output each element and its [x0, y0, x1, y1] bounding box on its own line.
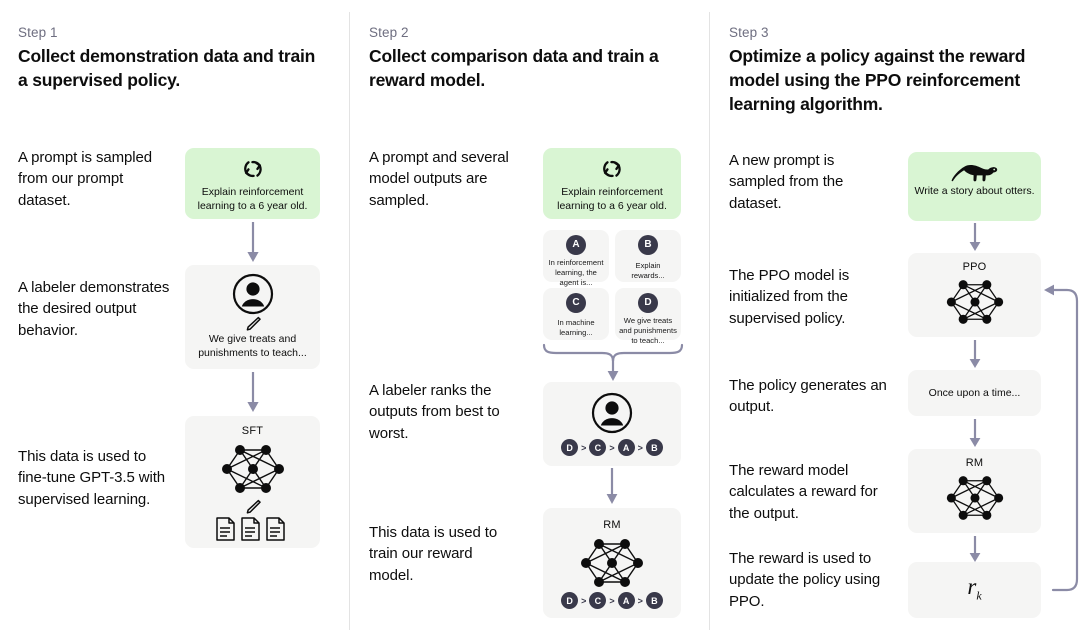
step-2-option-d: D We give treats and punishments to teac… [615, 288, 681, 345]
rank-sep-3: > [637, 595, 643, 606]
step-1-label: Step 1 [18, 25, 58, 40]
arrow-down-4 [965, 223, 985, 253]
refresh-cycle-icon [185, 157, 320, 181]
labeler-person-icon [543, 392, 681, 434]
option-b-text: Explain rewards... [631, 261, 665, 280]
option-d-text: We give treats and punishments to teach.… [619, 316, 677, 345]
step-1-sft-title: SFT [241, 425, 264, 437]
rank-badge-1: D [561, 439, 579, 456]
step-2-rm-title: RM [603, 519, 621, 531]
pencil-icon [185, 498, 320, 516]
step-3-paragraph-2: The PPO model is initialized from the su… [729, 267, 850, 327]
rank-badge-2: C [589, 592, 607, 609]
option-c-text: In machine learning... [557, 318, 595, 337]
rank-badge-3: A [617, 439, 635, 456]
labeler-person-icon [185, 273, 320, 315]
step-2-option-a: A In reinforcement learning, the agent i… [543, 230, 609, 287]
rank-badge-4: B [645, 439, 663, 456]
step-2-prompt-text: Explain reinforcement learning to a 6 ye… [557, 186, 667, 212]
step-2-paragraph-1: A prompt and several model outputs are s… [369, 149, 509, 209]
step-1-prompt-text: Explain reinforcement learning to a 6 ye… [197, 186, 308, 212]
step-3-paragraph-3: The policy generates an output. [729, 377, 887, 416]
arrow-down-7 [965, 536, 985, 564]
rank-sep-3: > [637, 442, 643, 453]
arrow-down-2 [243, 372, 263, 414]
step-3-title: Optimize a policy against the reward mod… [729, 46, 1026, 115]
step-3-output-text: Once upon a time... [928, 387, 1021, 399]
step-3-prompt-card: Write a story about otters. [908, 152, 1041, 221]
step-1-labeler-text: We give treats and punishments to teach.… [198, 333, 307, 359]
step-3-ppo-title: PPO [962, 261, 987, 273]
neural-network-icon [908, 277, 1041, 327]
step-1-sft-card: SFT [185, 416, 320, 548]
step-3-column: Step 3 Optimize a policy against the rew… [709, 0, 1080, 643]
column-divider-1 [349, 12, 350, 630]
reward-formula: rk [908, 574, 1041, 604]
refresh-cycle-icon [543, 157, 681, 181]
reward-subscript: k [976, 588, 982, 603]
step-1-prompt-card: Explain reinforcement learning to a 6 ye… [185, 148, 320, 219]
step-2-title: Collect comparison data and train a rewa… [369, 46, 659, 91]
documents-icon [185, 516, 320, 542]
step-2-rm-ranking-row: D > C > A > B [543, 592, 681, 609]
step-3-rm-card: RM [908, 449, 1041, 533]
rank-sep-2: > [609, 442, 615, 453]
step-2-option-b: B Explain rewards... [615, 230, 681, 282]
step-1-paragraph-2: A labeler demonstrates the desired outpu… [18, 279, 170, 339]
step-2-paragraph-2: A labeler ranks the outputs from best to… [369, 382, 500, 442]
arrow-down-5 [965, 340, 985, 370]
step-2-ranking-row: D > C > A > B [543, 439, 681, 456]
arrow-down-1 [243, 222, 263, 264]
step-3-label: Step 3 [729, 25, 769, 40]
rank-badge-4: B [645, 592, 663, 609]
step-3-prompt-text: Write a story about otters. [914, 185, 1035, 197]
step-3-paragraph-1: A new prompt is sampled from the dataset… [729, 152, 844, 212]
step-3-output-card: Once upon a time... [908, 370, 1041, 416]
option-c-badge: C [566, 293, 586, 313]
step-2-column: Step 2 Collect comparison data and train… [349, 0, 709, 643]
option-a-text: In reinforcement learning, the agent is.… [548, 258, 604, 287]
rank-sep-2: > [609, 595, 615, 606]
step-2-ranking-card: D > C > A > B [543, 382, 681, 466]
step-3-ppo-card: PPO [908, 253, 1041, 337]
step-3-paragraph-5: The reward is used to update the policy … [729, 550, 881, 610]
neural-network-icon [185, 442, 320, 496]
option-a-badge: A [566, 235, 586, 255]
option-b-badge: B [638, 235, 658, 255]
step-2-paragraph-3: This data is used to train our reward mo… [369, 524, 498, 584]
brace-merge-arrow [539, 343, 687, 383]
pencil-icon [185, 315, 320, 333]
rank-badge-2: C [589, 439, 607, 456]
step-3-reward-card: rk [908, 562, 1041, 618]
step-1-column: Step 1 Collect demonstration data and tr… [0, 0, 349, 643]
rank-badge-1: D [561, 592, 579, 609]
feedback-loop-arrow [1039, 282, 1080, 594]
rank-sep-1: > [581, 595, 587, 606]
step-2-option-c: C In machine learning... [543, 288, 609, 340]
column-divider-2 [709, 12, 710, 630]
neural-network-icon [543, 536, 681, 590]
rank-sep-1: > [581, 442, 587, 453]
step-1-paragraph-3: This data is used to fine-tune GPT-3.5 w… [18, 448, 166, 508]
step-1-labeler-card: We give treats and punishments to teach.… [185, 265, 320, 369]
step-2-prompt-card: Explain reinforcement learning to a 6 ye… [543, 148, 681, 219]
arrow-down-6 [965, 419, 985, 449]
step-1-paragraph-1: A prompt is sampled from our prompt data… [18, 149, 152, 209]
neural-network-icon [908, 473, 1041, 523]
step-2-rm-card: RM [543, 508, 681, 618]
step-1-title: Collect demonstration data and train a s… [18, 46, 316, 91]
step-3-rm-title: RM [965, 457, 984, 469]
rank-badge-3: A [617, 592, 635, 609]
otter-icon [908, 162, 1041, 184]
step-3-paragraph-4: The reward model calculates a reward for… [729, 462, 878, 522]
step-2-label: Step 2 [369, 25, 409, 40]
arrow-down-3 [602, 468, 622, 506]
reward-symbol: r [967, 574, 977, 599]
option-d-badge: D [638, 293, 658, 313]
